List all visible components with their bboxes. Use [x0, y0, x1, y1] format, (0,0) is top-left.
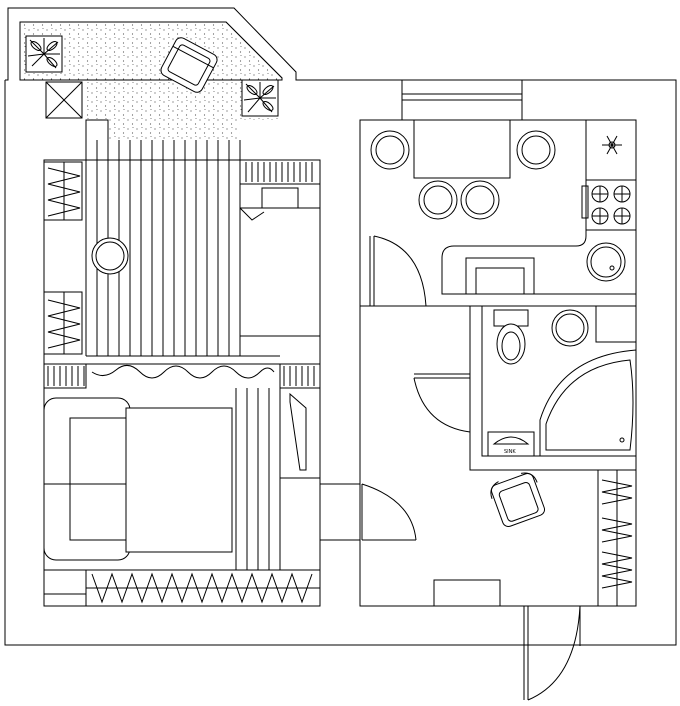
balcony-crate: [46, 82, 82, 118]
kitchen-sink-icon: [587, 243, 625, 281]
chair-icon: [371, 131, 555, 219]
window-bottom: [44, 570, 320, 606]
balcony-floor: [22, 24, 280, 140]
chair-icon: [487, 469, 548, 529]
dining-table: [414, 120, 510, 178]
partition-walls: [360, 120, 470, 306]
toilet-icon: [494, 310, 528, 364]
living-room: [44, 120, 416, 606]
balcony: [22, 24, 280, 140]
entrance-door[interactable]: [524, 606, 580, 700]
wardrobe: [598, 470, 636, 606]
curtain-partition: [44, 356, 320, 388]
round-chair-icon: [92, 238, 128, 274]
sofa-icon: [44, 398, 232, 560]
bed-icon: [240, 160, 320, 336]
washbasin-icon: SINK: [488, 432, 534, 456]
washing-machine-icon: [552, 310, 588, 346]
living-room-door[interactable]: [320, 484, 416, 540]
plant-pot-icon: [26, 36, 62, 72]
kitchen: [360, 80, 636, 306]
hallway: [360, 306, 636, 700]
plant-pot-icon: [242, 80, 278, 116]
kitchen-window: [402, 80, 522, 120]
stove-icon: [582, 180, 636, 230]
parquet-floor: [236, 388, 280, 570]
armchair-icon: [159, 36, 219, 95]
tv-stand-icon: [280, 388, 320, 478]
kitchen-door[interactable]: [370, 236, 426, 306]
snowflake-icon: [602, 136, 622, 154]
bathroom: SINK: [470, 306, 636, 470]
bathtub-icon: [540, 350, 636, 456]
hall-door[interactable]: [414, 374, 470, 432]
window-left-upper: [44, 162, 82, 220]
window-left-lower: [44, 292, 82, 354]
sink-label: SINK: [504, 449, 516, 455]
